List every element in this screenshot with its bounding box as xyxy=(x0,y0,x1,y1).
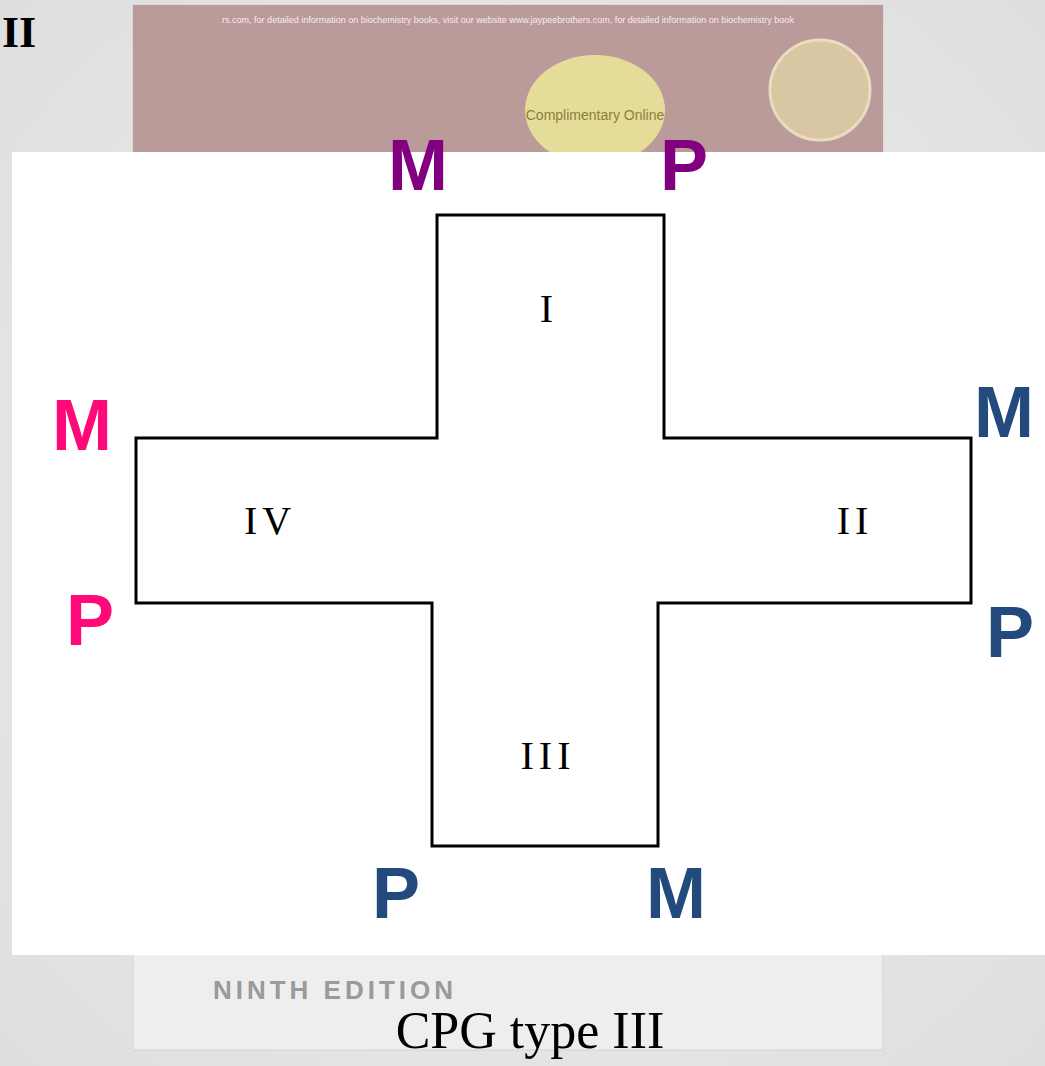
anniversary-badge xyxy=(770,40,870,140)
substituent-methyl: M xyxy=(974,371,1034,453)
substituent-propionate: P xyxy=(66,579,114,661)
ring-numeral: III xyxy=(521,732,576,779)
substituent-propionate: P xyxy=(660,124,708,206)
caption: CPG type III xyxy=(396,1001,665,1060)
badge-text: Complimentary Online xyxy=(526,107,665,123)
substituent-propionate: P xyxy=(372,852,420,934)
substituent-methyl: M xyxy=(646,852,706,934)
watermark: rs.com, for detailed information on bioc… xyxy=(222,15,794,25)
slide-title: II xyxy=(2,7,36,58)
cross-shape: IIVIIIII xyxy=(136,215,971,846)
substituent-methyl: M xyxy=(388,124,448,206)
cross-border xyxy=(136,215,971,846)
ring-numeral: I xyxy=(540,285,558,332)
cover-band xyxy=(133,5,883,155)
ring-numeral: IV xyxy=(244,497,296,544)
ring-numeral: II xyxy=(837,497,874,544)
edition-text: NINTH EDITION xyxy=(213,975,457,1006)
substituent-propionate: P xyxy=(986,591,1034,673)
badge xyxy=(525,55,665,165)
substituent-methyl: M xyxy=(52,384,112,466)
white-panel xyxy=(12,152,1045,955)
